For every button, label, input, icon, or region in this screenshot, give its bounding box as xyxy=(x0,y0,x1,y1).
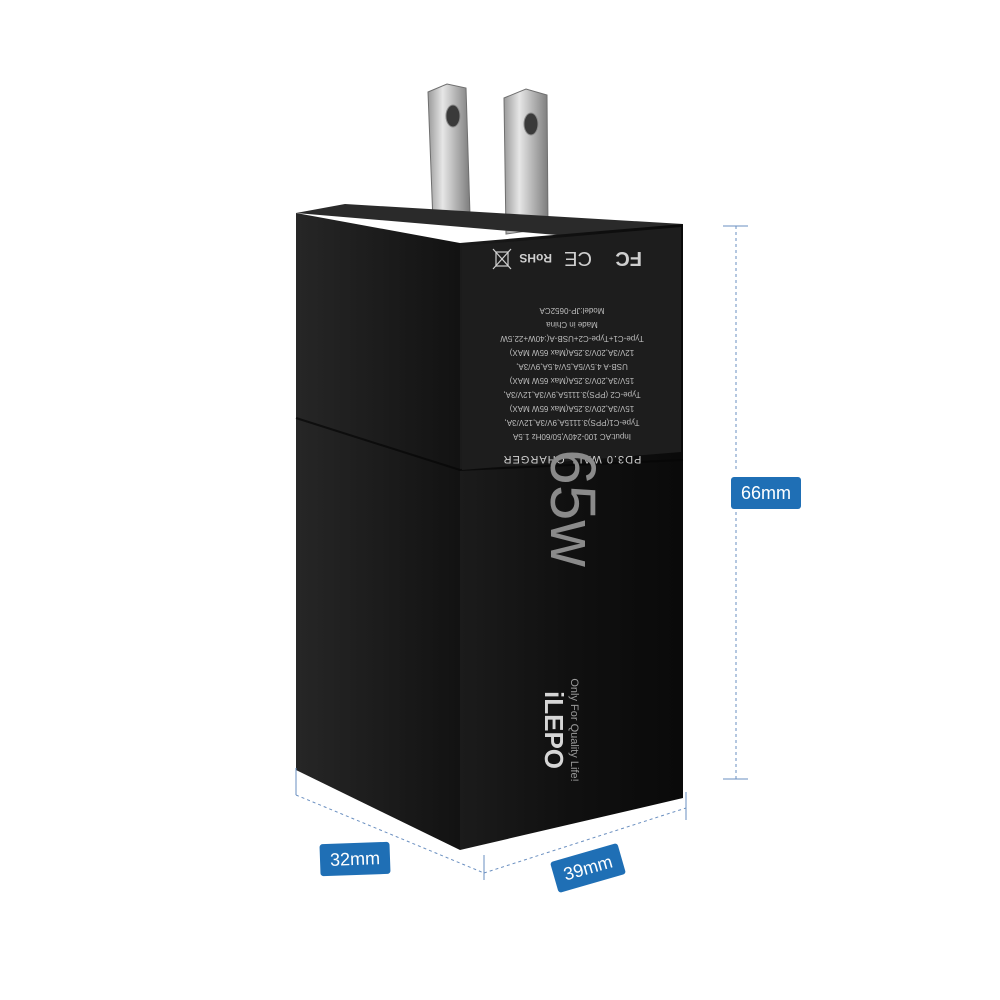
brand-block: iLEPO Only For Quality Life! xyxy=(539,678,580,781)
brand-slogan: Only For Quality Life! xyxy=(568,678,580,781)
spec-line: Type-C1+Type-C2+USB-A(:40W+22.5W xyxy=(500,334,644,343)
spec-line: Input:AC 100-240V,50/60Hz 1.5A xyxy=(512,432,631,441)
power-label: 65w xyxy=(537,449,609,567)
spec-line: Type-C2 (PPS)3.1115A,9V/3A,12V/3A, xyxy=(503,390,640,399)
dimension-lines xyxy=(295,225,748,880)
ce-mark-icon: CE xyxy=(564,247,592,269)
height-dimension-badge: 66mm xyxy=(731,477,802,509)
brand-logo: iLEPO xyxy=(539,691,569,769)
spec-label: PD3.0 WALL CHARGER Input:AC 100-240V,50/… xyxy=(500,306,644,465)
spec-title: PD3.0 WALL CHARGER xyxy=(503,453,642,465)
spec-line: Model:JP-0652CA xyxy=(539,306,605,315)
spec-line: 15V/3A,20V/3.25A(Max 65W MAX) xyxy=(509,404,634,413)
spec-line: 15V/3A,20V/3.25A(Max 65W MAX) xyxy=(509,376,634,385)
power-label-text: 65w xyxy=(537,449,609,567)
spec-line: USB-A 4.5V/5A,5V/4.5A,9V/3A, xyxy=(516,362,628,371)
rohs-mark: RoHS xyxy=(519,251,552,265)
crossed-bin-icon xyxy=(492,248,512,270)
charger-body xyxy=(295,204,684,850)
spec-lines: Input:AC 100-240V,50/60Hz 1.5A Type-C1(PP… xyxy=(500,306,644,441)
spec-line: Made in China xyxy=(546,320,598,329)
spec-line: Type-C1(PPS)3.1115A,9V/3A,12V/3A, xyxy=(505,418,640,427)
depth-dimension-badge: 32mm xyxy=(319,841,391,877)
cert-marks: FC CE RoHS xyxy=(492,247,642,270)
plug-prongs-icon xyxy=(427,83,549,235)
fcc-mark-icon: FC xyxy=(615,247,642,269)
spec-line: 12V/3A,20V/3.25A(Max 65W MAX) xyxy=(509,348,634,357)
